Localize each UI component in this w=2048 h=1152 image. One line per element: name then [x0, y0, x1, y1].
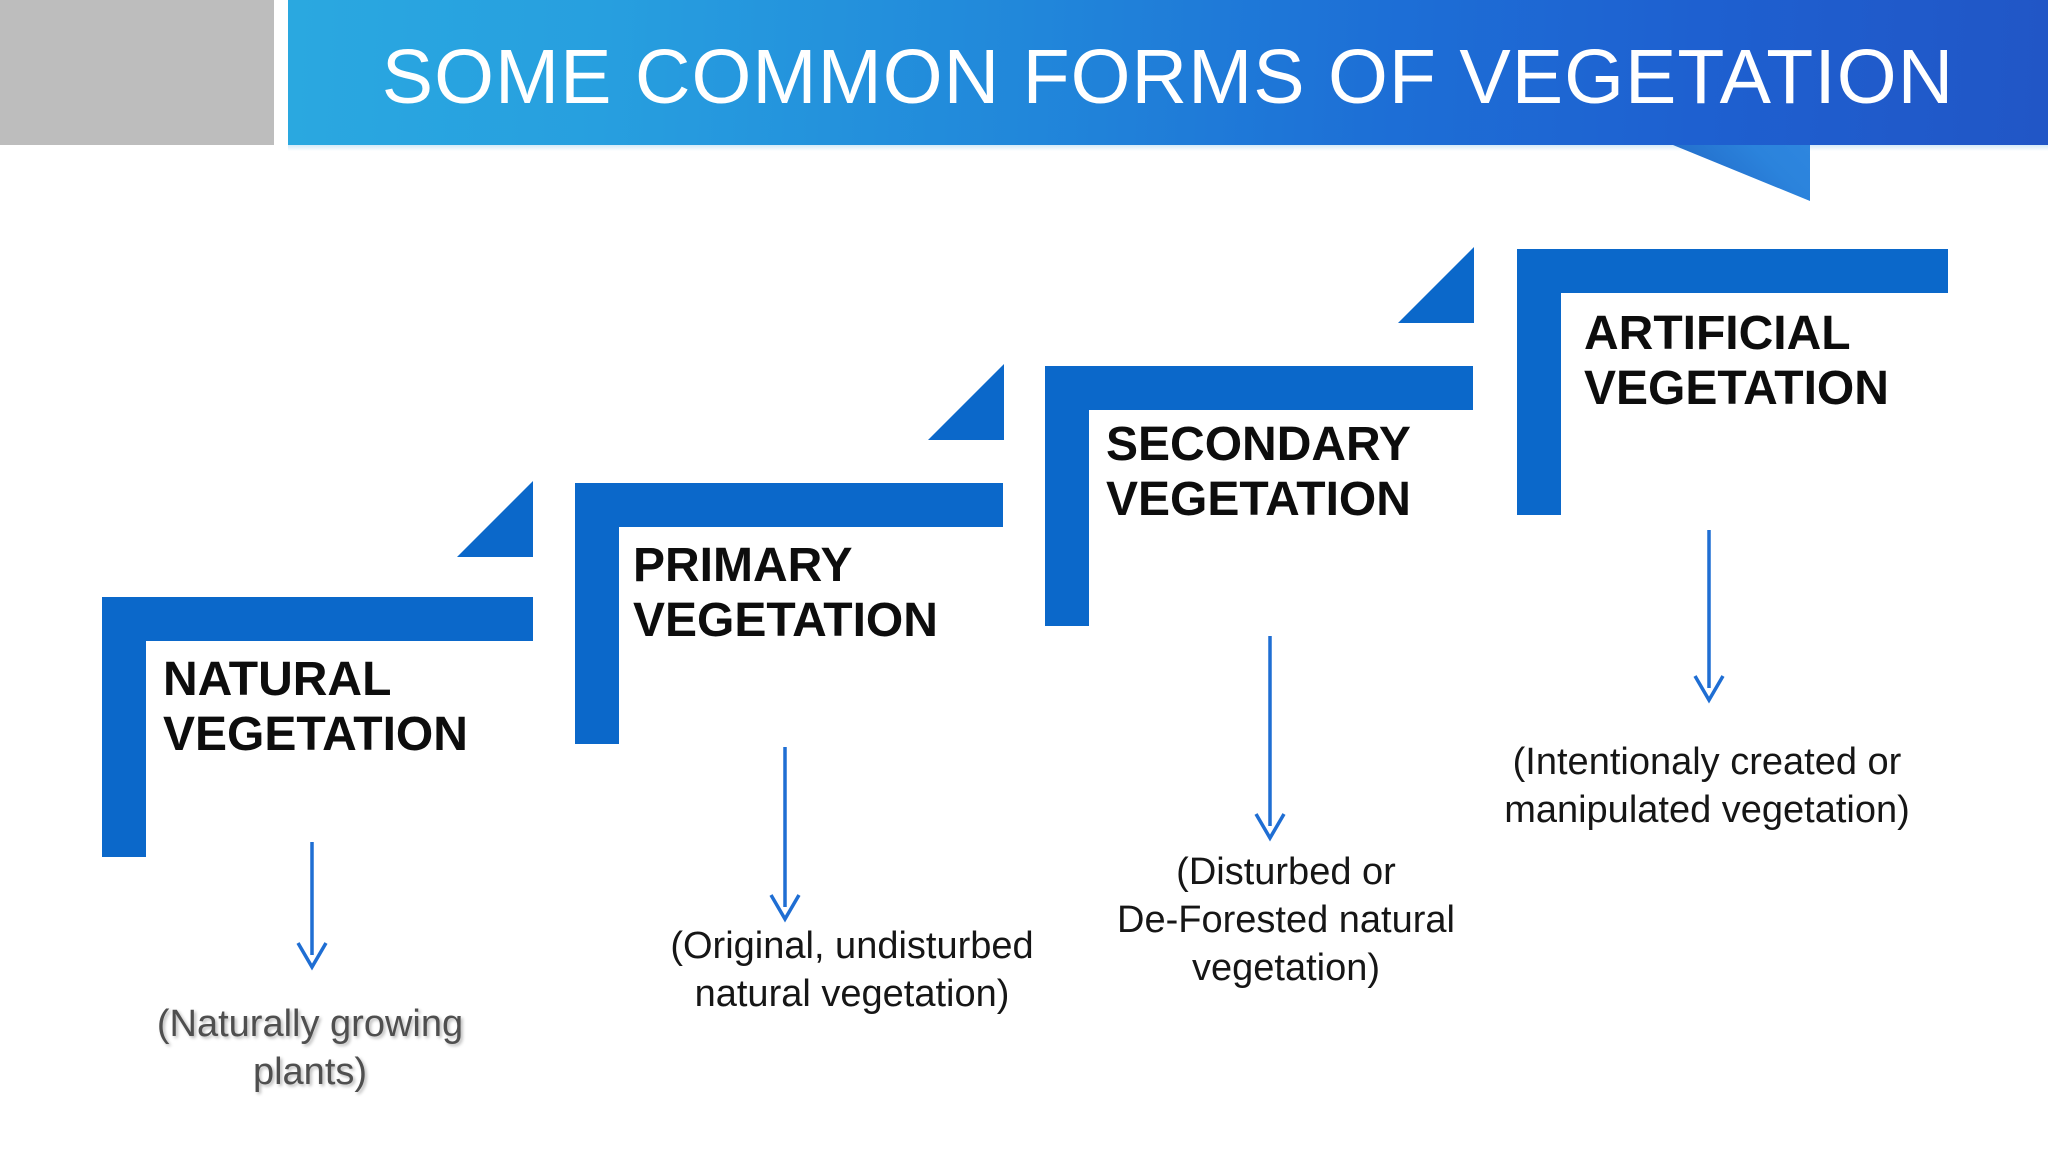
step3-title: SECONDARY VEGETATION: [1106, 417, 1411, 527]
banner-callout-tail: [1673, 145, 1810, 201]
step1-title-line2: VEGETATION: [163, 708, 468, 761]
step1-left-bar: [102, 597, 146, 857]
step4-title-line1: ARTIFICIAL: [1584, 307, 1851, 360]
step3-triangle: [928, 364, 1004, 440]
step3-caption-line1: (Disturbed or: [1176, 851, 1396, 893]
step1-top-bar: [102, 597, 533, 641]
title-banner: SOME COMMON FORMS OF VEGETATION: [288, 0, 2048, 145]
step4-down-arrow-icon: [1693, 530, 1725, 704]
step3-top-bar: [1045, 366, 1473, 410]
step3-title-line2: VEGETATION: [1106, 473, 1411, 526]
step1-title-line1: NATURAL: [163, 653, 392, 706]
step3-title-line1: SECONDARY: [1106, 418, 1411, 471]
slide-title: SOME COMMON FORMS OF VEGETATION: [381, 34, 1955, 120]
step4-title: ARTIFICIAL VEGETATION: [1584, 306, 1889, 416]
step2-title: PRIMARY VEGETATION: [633, 538, 938, 648]
step4-left-bar: [1517, 249, 1561, 515]
step2-caption: (Original, undisturbed natural vegetatio…: [632, 922, 1072, 1018]
step2-top-bar: [575, 483, 1003, 527]
step1-down-arrow-icon: [296, 842, 328, 971]
corner-gray-block: [0, 0, 274, 145]
step3-caption-line2: De-Forested natural: [1117, 899, 1455, 941]
step3-caption: (Disturbed or De-Forested natural vegeta…: [1066, 848, 1506, 992]
step2-left-bar: [575, 483, 619, 744]
step4-top-bar: [1517, 249, 1948, 293]
step2-caption-line1: (Original, undisturbed: [670, 925, 1034, 967]
step2-title-line2: VEGETATION: [633, 594, 938, 647]
step4-title-line2: VEGETATION: [1584, 362, 1889, 415]
step1-title: NATURAL VEGETATION: [163, 652, 468, 762]
banner-underglow: [288, 145, 2048, 151]
step2-triangle: [457, 481, 533, 557]
step1-caption: (Naturally growing plants): [90, 1000, 530, 1096]
step4-caption-line1: (Intentionaly created or: [1512, 741, 1902, 783]
step4-caption: (Intentionaly created or manipulated veg…: [1457, 738, 1957, 834]
step3-caption-line3: vegetation): [1191, 947, 1380, 989]
step1-caption-line2: plants): [252, 1051, 368, 1093]
step3-down-arrow-icon: [1254, 636, 1286, 842]
step2-caption-line2: natural vegetation): [694, 973, 1010, 1015]
step4-caption-line2: manipulated vegetation): [1504, 789, 1910, 831]
step4-triangle: [1398, 247, 1474, 323]
step2-down-arrow-icon: [769, 747, 801, 923]
step1-caption-line1: (Naturally growing: [156, 1003, 464, 1045]
step3-left-bar: [1045, 366, 1089, 626]
step2-title-line1: PRIMARY: [633, 539, 853, 592]
